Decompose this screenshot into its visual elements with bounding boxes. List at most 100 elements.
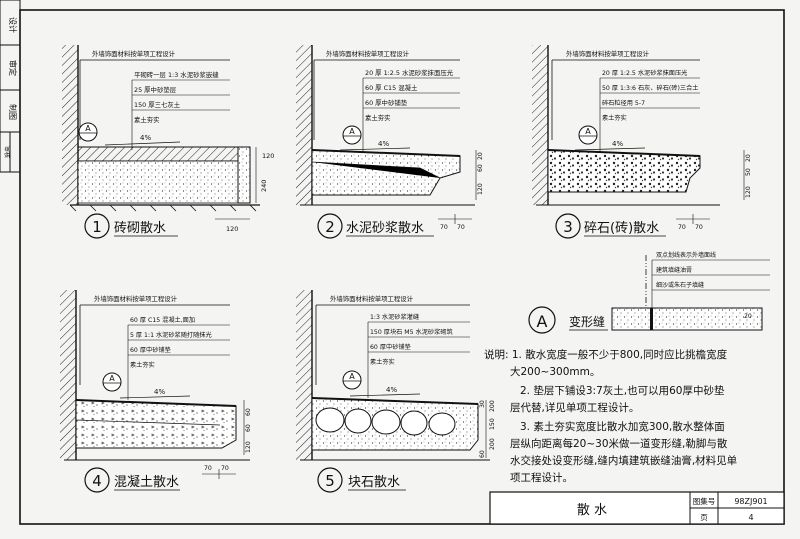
notes-line-8: 项工程设计。 [510,471,573,484]
detail-4-concrete-apron: 外墙饰面材料按单项工程设计 60 厚 C15 混凝土,面加 5 厚 1:1 水泥… [60,290,252,493]
detail-2-note: 外墙饰面材料按单项工程设计 [326,49,410,58]
detail-4-layer-1: 60 厚 C15 混凝土,面加 [130,316,195,324]
detail-5-stone-block-apron: 外墙饰面材料按单项工程设计 1:3 水泥砂浆灌缝 150 厚块石 M5 水泥砂浆… [296,290,496,493]
detail-1-brick-apron: 外墙饰面材料按单项工程设计 平砌砖一层 1:3 水泥砂浆嵌缝 25 厚中砂垫层 … [62,45,274,239]
detail-5-dim-3: 200 [489,438,496,450]
detail-2-layer-1: 20 厚 1:2.5 水泥砂浆抹面压光 [365,68,454,77]
detail-3-dim-3: 120 [745,186,752,198]
atlas-number-value: 98ZJ901 [734,497,767,506]
detail-2-dim-1: 20 [477,152,484,160]
detail-4-number: 4 [92,472,102,490]
notes-line-3: 2. 垫层下铺设3:7灰土,也可以用60厚中砂垫 [520,384,725,397]
detail-1-title: 砖砌散水 [114,221,166,236]
detail-2-dim-4: 70 [440,224,448,231]
detail-1-dim-1: 120 [262,152,274,160]
detail-3-dim-1: 20 [745,154,752,162]
detail-3-number: 3 [563,218,573,236]
detail-4-ref-letter: A [109,374,115,383]
detail-3-dim-2: 50 [745,168,752,176]
detail-1-ref-letter: A [85,124,91,133]
detail-1-layer-4: 素土夯实 [134,115,160,124]
detail-3-slope: 4% [612,140,623,148]
detail-5-layer-3: 60 厚中砂铺垫 [370,343,412,351]
detail-2-ref-letter: A [349,127,355,136]
sidebar-label-2: 审定 [8,60,18,76]
detail-5-layer-4: 素土夯实 [370,358,395,366]
notes-line-2: 大200~300mm。 [510,365,600,378]
title-block: 散 水 图集号 98ZJ901 页 4 [489,491,785,525]
detail-2-title: 水泥砂浆散水 [346,221,424,236]
joint-note-2: 建筑填缝油膏 [656,266,692,274]
detail-3-layer-1: 20 厚 1:2.5 水泥砂浆抹面压光 [602,69,687,77]
detail-4-layer-3: 60 厚中砂铺垫 [130,346,172,354]
detail-5-ref-letter: A [349,372,355,381]
general-notes: 说明: 1. 散水宽度一般不少于800,同时应比挑檐宽度 大200~300mm。… [484,348,737,484]
detail-1-layer-1: 平砌砖一层 1:3 水泥砂浆嵌缝 [134,70,219,79]
sidebar-labels: 设计 审定 制图 审核 [3,17,18,158]
detail-5-stones [315,407,456,436]
detail-5-dim-4: 150 [489,418,496,430]
notes-line-5: 3. 素土夯实宽度比散水加宽300,散水整体面 [520,420,725,433]
detail-3-dim-4: 70 [678,224,686,231]
detail-2-dim-3: 120 [477,183,484,195]
sidebar-label-4: 审核 [3,146,11,158]
detail-1-note: 外墙饰面材料按单项工程设计 [92,49,176,58]
detail-5-title: 块石散水 [348,475,400,490]
notes-line-7: 水交接处设变形缝,缝内填建筑嵌缝油膏,材料见单 [510,454,737,467]
detail-2-dim-2: 60 [477,164,484,172]
detail-3-gravel-apron: 外墙饰面材料按单项工程设计 20 厚 1:2.5 水泥砂浆抹面压光 50 厚 1… [532,45,752,239]
notes-line-6: 层纵向距离每20~30米做一道变形缝,勒脚与散 [510,437,728,450]
detail-5-note: 外墙饰面材料按单项工程设计 [330,294,414,303]
notes-line-4: 层代替,详见单项工程设计。 [510,401,639,414]
joint-title: 变形缝 [569,314,605,329]
page-value: 4 [748,513,753,522]
title-block-title: 散 水 [577,503,607,518]
detail-1-dim-2: 240 [260,180,268,192]
detail-5-slope: 4% [386,386,397,394]
detail-4-dim-1: 60 [245,408,252,416]
joint-detail-a: 双点划线表示外墙面线 建筑填缝油膏 细沙或朱石子填缝 20 A 变形缝 [528,251,770,334]
page-label: 页 [700,513,708,522]
detail-5-dim-5: 200 [489,400,496,412]
notes-line-1: 说明: 1. 散水宽度一般不少于800,同时应比挑檐宽度 [484,348,728,361]
detail-3-layer-2: 50 厚 1:3:6 石灰、碎石(砖)三合土 [602,84,698,92]
detail-2-dim-5: 70 [457,224,465,231]
detail-2-cement-mortar-apron: 外墙饰面材料按单项工程设计 20 厚 1:2.5 水泥砂浆抹面压光 60 厚 C… [296,45,484,239]
detail-4-note: 外墙饰面材料按单项工程设计 [94,294,178,303]
joint-note-3: 细沙或朱石子填缝 [656,281,704,289]
detail-5-number: 5 [325,472,335,490]
sidebar-label-1: 设计 [8,17,18,33]
detail-3-note: 外墙饰面材料按单项工程设计 [566,49,650,58]
detail-5-dim-1: 30 [479,400,486,408]
detail-4-title: 混凝土散水 [114,474,179,490]
detail-4-dim-4: 70 [204,465,212,472]
detail-3-dim-5: 70 [695,224,703,231]
detail-1-layer-2: 25 厚中砂垫层 [134,85,177,94]
detail-1-number: 1 [92,218,102,236]
detail-4-slope: 4% [154,388,165,396]
detail-2-layer-2: 60 厚 C15 混凝土 [365,83,418,92]
detail-4-layer-2: 5 厚 1:1 水泥砂浆随打随抹光 [130,331,212,339]
detail-5-dim-2: 60 [479,450,486,458]
detail-4-dim-5: 70 [221,465,229,472]
joint-dim: 20 [744,313,752,320]
detail-2-layer-4: 素土夯实 [365,113,391,122]
detail-5-layer-2: 150 厚块石 M5 水泥砂浆砌筑 [370,328,453,336]
detail-1-slope: 4% [140,134,151,142]
detail-2-layer-3: 60 厚中砂铺垫 [365,98,408,107]
detail-4-dim-2: 60 [245,424,252,432]
detail-1-dim-3: 120 [226,225,238,233]
detail-3-title: 碎石(砖)散水 [584,221,659,236]
detail-4-dim-3: 120 [245,441,252,453]
detail-2-slope: 4% [378,140,389,148]
atlas-number-label: 图集号 [693,496,716,506]
detail-2-number: 2 [325,218,335,236]
sidebar-label-3: 制图 [8,104,18,120]
detail-3-layer-4: 素土夯实 [602,114,627,122]
detail-3-layer-3: 碎石粒径用 5-7 [602,99,645,107]
joint-note-1: 双点划线表示外墙面线 [656,251,716,259]
detail-1-layer-3: 150 厚三七灰土 [134,100,181,109]
joint-label: A [537,312,548,331]
detail-3-ref-letter: A [585,127,591,136]
